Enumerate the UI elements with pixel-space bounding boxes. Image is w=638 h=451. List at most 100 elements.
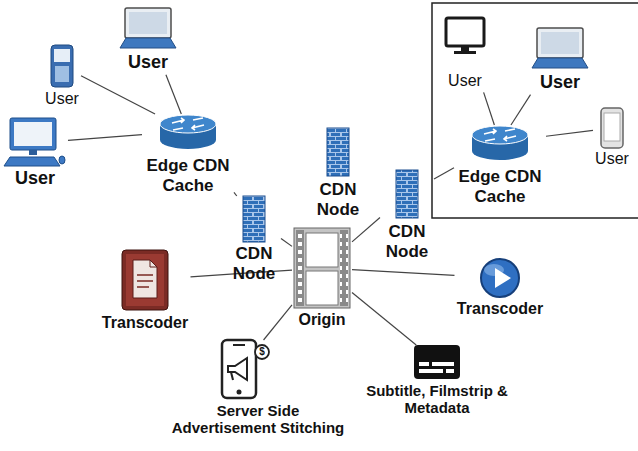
- desktop-icon-part: [59, 156, 65, 164]
- laptop-icon-part: [129, 12, 167, 34]
- network-link: [68, 135, 142, 141]
- firewall-icon-part: [396, 170, 418, 218]
- network-link: [166, 75, 181, 114]
- router-icon-part: [472, 126, 528, 144]
- icon-node: User: [443, 18, 487, 92]
- node-label: Origin: [298, 311, 345, 329]
- icon-node: Transcoder: [100, 250, 191, 334]
- laptop-icon-part: [537, 28, 583, 58]
- node-label: CDN Node: [382, 222, 432, 261]
- subtitle-icon-part: [414, 345, 460, 379]
- icon-node: Origin: [292, 228, 352, 331]
- icon-node: Edge CDN Cache: [454, 125, 546, 208]
- icon-node: User: [118, 8, 178, 75]
- network-link: [352, 293, 416, 345]
- phone-icon-part: [51, 45, 73, 87]
- play-icon-part: [481, 259, 519, 297]
- ad-phone-icon-part: [222, 340, 256, 398]
- filmstrip-icon-part: [296, 230, 304, 306]
- firewall-icon-part: [243, 196, 265, 242]
- node-label: User: [448, 72, 482, 90]
- play-icon: [481, 259, 519, 297]
- laptop-icon-part: [541, 32, 579, 54]
- router-icon: [160, 115, 216, 149]
- filmstrip-icon-part: [306, 271, 338, 305]
- region-panel: [432, 3, 638, 218]
- ad-phone-icon-part: [233, 344, 245, 346]
- desktop-icon-part: [4, 157, 60, 166]
- node-label: Transcoder: [457, 300, 543, 318]
- network-link: [234, 192, 237, 196]
- ad-phone-icon-part: [231, 372, 233, 380]
- transcoder-icon-part: [126, 254, 164, 306]
- router-icon-part: [484, 129, 516, 141]
- network-link: [352, 218, 380, 242]
- firewall-icon-part: [327, 128, 349, 176]
- network-link: [434, 168, 454, 179]
- network-link: [281, 238, 292, 246]
- laptop-icon-part: [532, 58, 588, 68]
- node-label: User: [595, 150, 629, 168]
- subtitle-icon-part: [446, 369, 454, 373]
- phone-icon-part: [604, 113, 620, 141]
- phone-icon-part: [55, 66, 69, 82]
- network-link: [511, 95, 531, 125]
- transcoder-icon-part: [150, 260, 157, 267]
- desktop-icon-part: [29, 150, 37, 155]
- transcoder-icon-part: [133, 260, 157, 298]
- phone-icon: [51, 45, 73, 87]
- firewall-icon: [396, 170, 418, 218]
- node-label: CDN Node: [313, 180, 363, 219]
- ad-phone-icon-part: [237, 390, 242, 395]
- monitor-icon-part: [454, 51, 476, 54]
- network-link: [484, 92, 495, 125]
- router-icon-part: [160, 115, 216, 133]
- node-label: Transcoder: [102, 314, 188, 332]
- node-label: Server Side Advertisement Stitching: [165, 402, 351, 437]
- desktop-icon-part: [10, 118, 56, 150]
- subtitle-icon-part: [432, 362, 454, 366]
- icon-node: User: [43, 45, 81, 110]
- transcoder-icon: [122, 250, 168, 310]
- icon-node: Transcoder: [455, 258, 546, 320]
- node-label: Edge CDN Cache: [144, 156, 232, 195]
- icon-node: User: [528, 28, 592, 95]
- node-label: Subtitle, Filmstrip & Metadata: [357, 382, 517, 417]
- node-label: User: [128, 52, 168, 73]
- filmstrip-icon-part: [306, 233, 338, 267]
- icon-node: CDN Node: [311, 128, 365, 221]
- laptop-icon-part: [125, 8, 171, 38]
- network-link: [264, 305, 292, 340]
- phone-icon: [601, 108, 623, 148]
- firewall-icon: [327, 128, 349, 176]
- subtitle-icon-part: [419, 369, 443, 373]
- node-label: Edge CDN Cache: [456, 167, 544, 206]
- desktop-icon-part: [14, 122, 52, 146]
- node-label: User: [15, 168, 55, 189]
- node-label: User: [540, 72, 580, 93]
- ad-phone-icon-part: [228, 358, 247, 380]
- phone-icon-part: [601, 108, 623, 148]
- icon-node: Edge CDN Cache: [142, 114, 234, 197]
- icon-node: CDN Node: [227, 196, 281, 285]
- router-icon: [472, 126, 528, 160]
- play-icon-part: [495, 268, 511, 288]
- filmstrip-icon-part: [294, 228, 350, 308]
- laptop-icon-part: [120, 38, 176, 48]
- filmstrip-icon: [294, 228, 350, 308]
- coin-symbol: $: [259, 347, 265, 357]
- node-label: User: [45, 90, 79, 108]
- ad-phone-icon: [222, 340, 269, 398]
- transcoder-icon-part: [137, 275, 153, 287]
- network-link: [352, 270, 455, 276]
- icon-node: User: [593, 108, 631, 170]
- phone-icon-part: [54, 49, 70, 62]
- desktop-icon: [4, 118, 65, 166]
- icon-node: User: [2, 118, 68, 191]
- icon-node: Subtitle, Filmstrip & Metadata: [355, 345, 519, 419]
- network-link: [546, 130, 593, 136]
- router-icon-part: [172, 118, 204, 130]
- monitor-icon-part: [446, 18, 484, 46]
